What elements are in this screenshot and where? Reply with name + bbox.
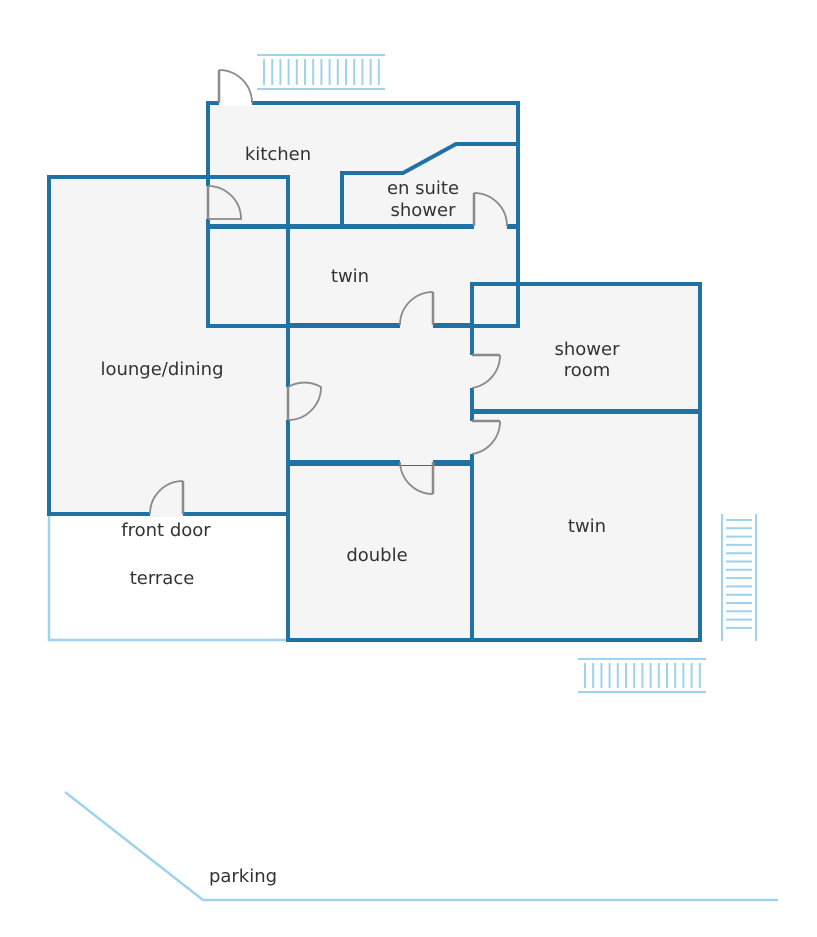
en-suite-door[interactable] — [472, 192, 508, 229]
shower-room-label-line2: room — [564, 360, 611, 381]
terrace-label: terrace — [130, 568, 195, 589]
stairs-right — [721, 514, 757, 641]
double-door[interactable] — [399, 459, 435, 495]
walls — [47, 101, 702, 642]
doors — [149, 69, 508, 517]
en-suite-wall — [340, 142, 520, 228]
twin-lower-label: twin — [568, 516, 606, 537]
kitchen-label: kitchen — [245, 144, 311, 165]
twin-upper-label: twin — [331, 266, 369, 287]
front-door-label: front door — [121, 520, 211, 541]
en-suite-label-line1: en suite — [387, 178, 459, 199]
double-wall — [286, 460, 474, 642]
kitchen-lounge-door[interactable] — [205, 185, 242, 220]
room-fills — [49, 103, 700, 640]
en-suite-label-line2: shower — [391, 200, 457, 221]
shower-room-label-line1: shower — [555, 339, 621, 360]
terrace-outline — [47, 514, 288, 642]
kitchen-outside-door[interactable] — [217, 69, 253, 106]
parking-line — [64, 791, 778, 902]
stairs-bottom — [578, 658, 706, 693]
front-door[interactable] — [149, 480, 185, 517]
twin-upper-floor — [208, 226, 518, 326]
stairs-top — [257, 54, 385, 90]
parking-label: parking — [209, 866, 277, 887]
lounge-dining-label: lounge/dining — [100, 359, 223, 380]
twin-lower-floor — [472, 411, 700, 640]
twin-lower-door[interactable] — [469, 419, 501, 455]
outdoor-lines — [47, 514, 778, 902]
shower-room-door[interactable] — [469, 353, 501, 389]
hall-floor — [288, 325, 472, 464]
lounge-hall-door[interactable] — [285, 381, 322, 421]
shower-room-floor — [472, 284, 700, 412]
double-label: double — [346, 545, 407, 566]
double-floor — [288, 462, 472, 640]
room-labels: kitchen en suite shower twin lounge/dini… — [100, 144, 620, 887]
twin-upper-door[interactable] — [399, 291, 435, 328]
